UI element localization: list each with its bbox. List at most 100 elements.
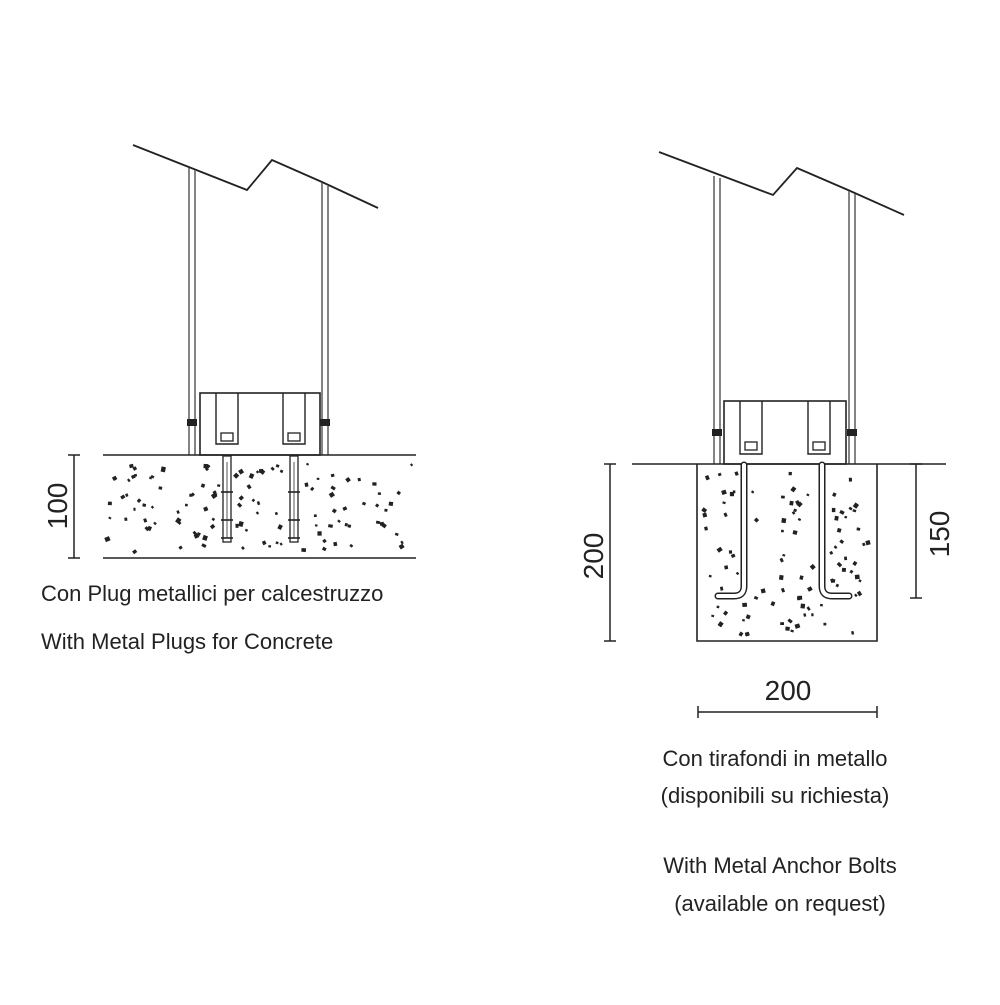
aggregate-dot: [201, 543, 207, 549]
aggregate-dot: [268, 545, 272, 548]
aggregate-dot: [851, 630, 855, 635]
aggregate-dot: [244, 528, 249, 532]
aggregate-dot: [787, 618, 793, 624]
aggregate-dot: [125, 493, 129, 497]
aggregate-dot: [175, 517, 182, 524]
aggregate-dot: [388, 501, 394, 507]
aggregate-dot: [741, 618, 746, 622]
aggregate-dot: [160, 466, 166, 473]
aggregate-dot: [780, 622, 784, 625]
aggregate-dot: [732, 490, 736, 494]
aggregate-dot: [831, 507, 836, 513]
aggregate-dot: [314, 524, 318, 527]
aggregate-dot: [210, 492, 218, 499]
aggregate-dot: [347, 524, 352, 528]
aggregate-dot: [328, 524, 333, 528]
aggregate-dot: [396, 490, 402, 496]
aggregate-dot: [216, 484, 221, 488]
aggregate-dot: [708, 574, 712, 578]
aggregate-dot: [704, 475, 710, 481]
aggregate-dot: [190, 492, 195, 497]
aggregate-dot: [834, 515, 839, 521]
right-caption-italian-line2: (disponibili su richiesta): [661, 783, 890, 808]
aggregate-dot: [261, 540, 267, 546]
aggregate-dot: [136, 498, 142, 503]
aggregate-dot: [124, 517, 128, 521]
aggregate-dot: [848, 506, 853, 511]
aggregate-dot: [317, 531, 322, 536]
right-footing-outline: [696, 464, 878, 642]
aggregate-dot: [330, 473, 335, 478]
aggregate-dot: [146, 525, 153, 532]
aggregate-dot: [836, 527, 842, 533]
aggregate-dot: [849, 569, 854, 574]
aggregate-dot: [375, 520, 381, 525]
aggregate-dot: [793, 508, 798, 513]
aggregate-dot: [241, 546, 245, 550]
aggregate-dot: [717, 472, 722, 477]
aggregate-dot: [235, 523, 239, 528]
aggregate-dot: [852, 509, 857, 513]
aggregate-dot: [701, 507, 708, 514]
aggregate-dot: [781, 529, 784, 533]
aggregate-dot: [274, 511, 278, 516]
aggregate-dot: [831, 578, 836, 583]
aggregate-dot: [150, 474, 155, 479]
aggregate-dot: [344, 523, 348, 527]
aggregate-dot: [829, 550, 834, 555]
aggregate-dot: [193, 533, 200, 539]
aggregate-dot: [788, 471, 792, 476]
aggregate-dot: [279, 469, 284, 474]
aggregate-dot: [711, 614, 715, 618]
aggregate-dot: [806, 606, 811, 611]
aggregate-dot: [856, 590, 863, 597]
left-caption-italian: Con Plug metallici per calcestruzzo: [41, 581, 383, 606]
right-anchor-bolt-2: [818, 461, 853, 600]
aggregate-dot: [381, 522, 387, 529]
aggregate-dot: [409, 463, 414, 467]
aggregate-dot: [398, 543, 405, 550]
aggregate-dot: [233, 472, 240, 479]
aggregate-dot: [811, 613, 814, 617]
aggregate-dot: [111, 475, 118, 482]
aggregate-dot: [854, 574, 860, 580]
aggregate-dot: [277, 524, 283, 530]
aggregate-dot: [375, 503, 380, 508]
aggregate-dot: [807, 586, 813, 592]
aggregate-dot: [854, 593, 858, 598]
right-concrete-texture: [701, 471, 871, 637]
aggregate-dot: [129, 463, 134, 469]
aggregate-dot: [143, 518, 148, 523]
right-post-2: [847, 191, 857, 464]
aggregate-dot: [778, 574, 784, 581]
right-bolt-depth-label: 150: [924, 511, 955, 558]
aggregate-dot: [865, 540, 871, 546]
aggregate-dot: [305, 462, 310, 466]
aggregate-dot: [844, 515, 848, 519]
aggregate-dot: [120, 494, 126, 500]
aggregate-dot: [782, 553, 786, 557]
aggregate-dot: [721, 489, 727, 496]
aggregate-dot: [785, 626, 790, 631]
aggregate-dot: [791, 511, 796, 515]
aggregate-dot: [781, 517, 787, 524]
aggregate-dot: [270, 466, 275, 471]
right-caption-italian-line1: Con tirafondi in metallo: [662, 746, 887, 771]
right-caption-english-line2: (available on request): [674, 891, 886, 916]
aggregate-dot: [753, 595, 759, 600]
aggregate-dot: [794, 623, 801, 629]
aggregate-dot: [377, 492, 381, 496]
aggregate-dot: [717, 621, 724, 628]
aggregate-dot: [836, 561, 843, 568]
aggregate-dot: [716, 605, 720, 609]
aggregate-dot: [823, 622, 827, 626]
aggregate-dot: [796, 501, 803, 508]
aggregate-dot: [236, 502, 243, 508]
aggregate-dot: [790, 486, 797, 493]
aggregate-dot: [178, 545, 183, 550]
aggregate-dot: [275, 541, 279, 545]
left-plug-1: [221, 455, 233, 543]
aggregate-dot: [200, 483, 206, 488]
left-break-line: [132, 144, 379, 209]
